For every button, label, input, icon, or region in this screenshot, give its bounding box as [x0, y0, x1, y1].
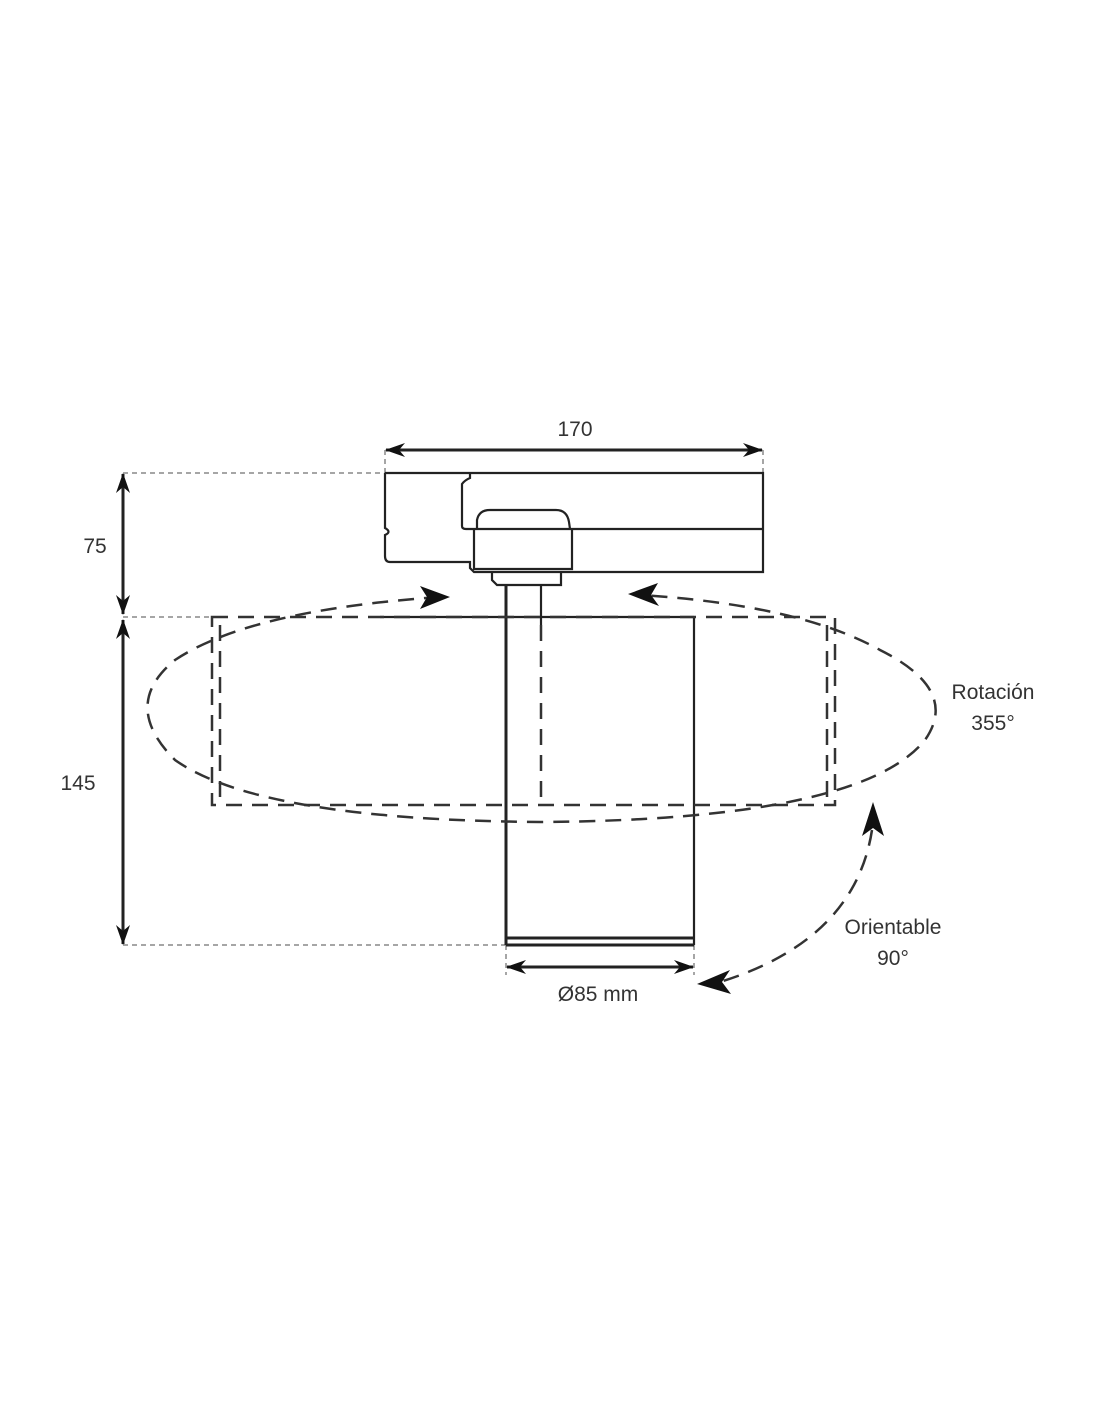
- tilted-body-outline: [210, 615, 837, 807]
- adapter-height-label: 75: [83, 535, 106, 558]
- tilt-arrow-left-icon: [697, 970, 731, 994]
- rotation-label: Rotación: [952, 681, 1035, 704]
- rotation-value: 355°: [971, 712, 1014, 735]
- tilt-value: 90°: [877, 947, 909, 970]
- dimension-arrows: [116, 443, 763, 974]
- rotation-arrow-left-icon: [628, 583, 659, 606]
- body-height-label: 145: [60, 772, 95, 795]
- rotation-path: [146, 583, 937, 824]
- rotation-arrow-right-icon: [420, 586, 450, 609]
- tilt-arrow-up-icon: [862, 802, 884, 836]
- spotlight-body: [380, 615, 696, 947]
- diameter-label: Ø85 mm: [558, 983, 639, 1006]
- tilt-path: [697, 802, 884, 994]
- tilt-label: Orientable: [845, 916, 942, 939]
- width-label: 170: [557, 418, 592, 441]
- track-adapter: [383, 471, 765, 625]
